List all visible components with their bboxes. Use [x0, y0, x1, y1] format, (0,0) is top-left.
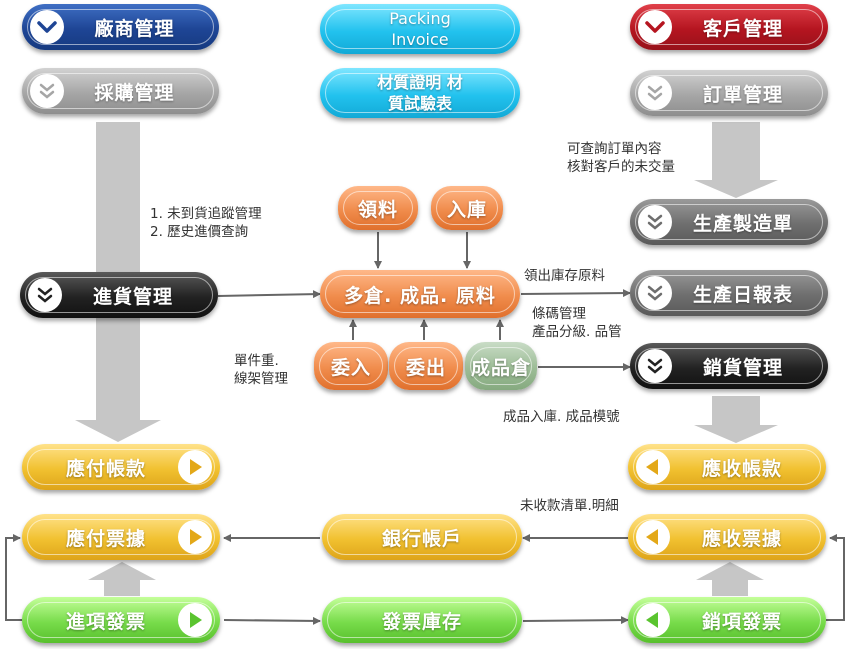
connector-left-loop: [5, 534, 24, 621]
double-chevron-down-icon: [28, 278, 62, 312]
order-management-label: 訂單管理: [702, 83, 783, 106]
barcode-note-line-1: 條碼管理: [532, 306, 586, 322]
accounts-receivable-node[interactable]: 應收帳款: [628, 444, 826, 490]
double-chevron-down-icon: [638, 276, 672, 310]
daily-report-node[interactable]: 生產日報表: [630, 270, 828, 316]
connector-right-loop: [826, 534, 845, 621]
material-certificate-label: 材質證明 材質試驗表: [377, 73, 463, 113]
consign-in-node[interactable]: 委入: [314, 342, 388, 390]
vendor-management-node[interactable]: 廠商管理: [22, 4, 219, 50]
sales-management-node[interactable]: 銷貨管理: [630, 343, 828, 389]
notes-receivable-node[interactable]: 應收票據: [628, 514, 826, 560]
sales-management-label: 銷貨管理: [702, 356, 783, 379]
order-note-line-1: 可查詢訂單內容: [567, 141, 662, 157]
double-chevron-down-icon: [638, 349, 672, 383]
order-management-node[interactable]: 訂單管理: [630, 70, 828, 116]
invoice-stock-node[interactable]: 發票庫存: [322, 597, 522, 643]
requisition-label: 領料: [357, 198, 398, 221]
output-invoice-node[interactable]: 銷項發票: [628, 597, 826, 643]
connector-receiving-to-warehouse: [217, 290, 321, 299]
flow-arrow-sales-to-receivable: [694, 396, 778, 443]
play-right-icon: [178, 450, 212, 484]
play-right-icon: [178, 520, 212, 554]
input-invoice-node[interactable]: 進項發票: [22, 597, 220, 643]
issue-note: 領出庫存原料: [524, 268, 605, 284]
flow-arrow-output-invoice-up: [696, 562, 764, 596]
order-note: 可查詢訂單內容 核對客戶的未交量: [567, 140, 675, 176]
input-invoice-label: 進項發票: [65, 610, 146, 633]
packing-invoice-node[interactable]: Packing Invoice: [320, 4, 520, 54]
material-certificate-node[interactable]: 材質證明 材質試驗表: [320, 68, 520, 118]
consign-out-node[interactable]: 委出: [389, 342, 463, 390]
barcode-note-line-2: 產品分級. 品管: [532, 324, 622, 340]
double-chevron-down-icon: [30, 74, 64, 108]
play-left-icon: [636, 520, 670, 554]
requisition-node[interactable]: 領料: [338, 186, 418, 230]
stock-in-label: 入庫: [446, 198, 487, 221]
warehouse-label: 多倉. 成品. 原料: [344, 284, 496, 307]
output-invoice-label: 銷項發票: [701, 610, 782, 633]
purchase-note: 1. 未到貨追蹤管理 2. 歷史進價查詢: [150, 205, 262, 241]
packing-invoice-label: Packing Invoice: [389, 9, 451, 49]
daily-report-label: 生產日報表: [692, 283, 793, 306]
double-chevron-down-icon: [638, 205, 672, 239]
unpaid-note: 未收款清單.明細: [520, 498, 619, 514]
order-note-line-2: 核對客戶的未交量: [567, 159, 675, 175]
purchase-management-label: 採購管理: [94, 81, 175, 104]
production-order-label: 生產製造單: [692, 212, 793, 235]
weight-note-line-1: 單件重.: [234, 353, 279, 369]
bank-account-node[interactable]: 銀行帳戶: [322, 514, 522, 560]
play-right-icon: [178, 603, 212, 637]
barcode-note: 條碼管理 產品分級. 品管: [532, 305, 622, 341]
chevron-down-icon: [30, 10, 64, 44]
connector-input-to-invoice-stock: [223, 616, 321, 625]
connector-warehouse-to-daily: [520, 289, 631, 298]
purchase-note-line-2: 2. 歷史進價查詢: [150, 224, 249, 240]
warehouse-node[interactable]: 多倉. 成品. 原料: [320, 270, 520, 318]
play-left-icon: [636, 450, 670, 484]
notes-payable-label: 應付票據: [65, 527, 146, 550]
notes-receivable-label: 應收票據: [701, 527, 782, 550]
play-left-icon: [636, 603, 670, 637]
double-chevron-down-icon: [638, 76, 672, 110]
customer-management-label: 客戶管理: [702, 17, 783, 40]
accounts-receivable-label: 應收帳款: [701, 457, 782, 480]
invoice-stock-label: 發票庫存: [381, 610, 462, 633]
chevron-down-icon: [638, 10, 672, 44]
weight-note-line-2: 線架管理: [234, 371, 288, 387]
consign-out-label: 委出: [405, 356, 446, 379]
stock-in-node[interactable]: 入庫: [431, 186, 503, 230]
flow-arrow-order-to-production: [694, 122, 778, 198]
vendor-management-label: 廠商管理: [94, 17, 175, 40]
notes-payable-node[interactable]: 應付票據: [22, 514, 220, 560]
flow-arrow-input-invoice-up: [88, 562, 156, 596]
accounts-payable-label: 應付帳款: [65, 457, 146, 480]
receiving-management-node[interactable]: 進貨管理: [20, 272, 218, 318]
purchase-management-node[interactable]: 採購管理: [22, 68, 219, 114]
accounts-payable-node[interactable]: 應付帳款: [22, 444, 220, 490]
connector-invoice-stock-to-output: [522, 616, 629, 625]
finished-store-label: 成品倉: [470, 356, 531, 379]
finished-store-node[interactable]: 成品倉: [465, 342, 537, 390]
consign-in-label: 委入: [330, 356, 371, 379]
purchase-note-line-1: 1. 未到貨追蹤管理: [150, 206, 262, 222]
production-order-node[interactable]: 生產製造單: [630, 199, 828, 245]
customer-management-node[interactable]: 客戶管理: [630, 4, 828, 50]
receiving-management-label: 進貨管理: [92, 285, 173, 308]
weight-note: 單件重. 線架管理: [234, 352, 288, 388]
bank-account-label: 銀行帳戶: [381, 527, 462, 550]
finished-note: 成品入庫. 成品模號: [503, 409, 620, 425]
